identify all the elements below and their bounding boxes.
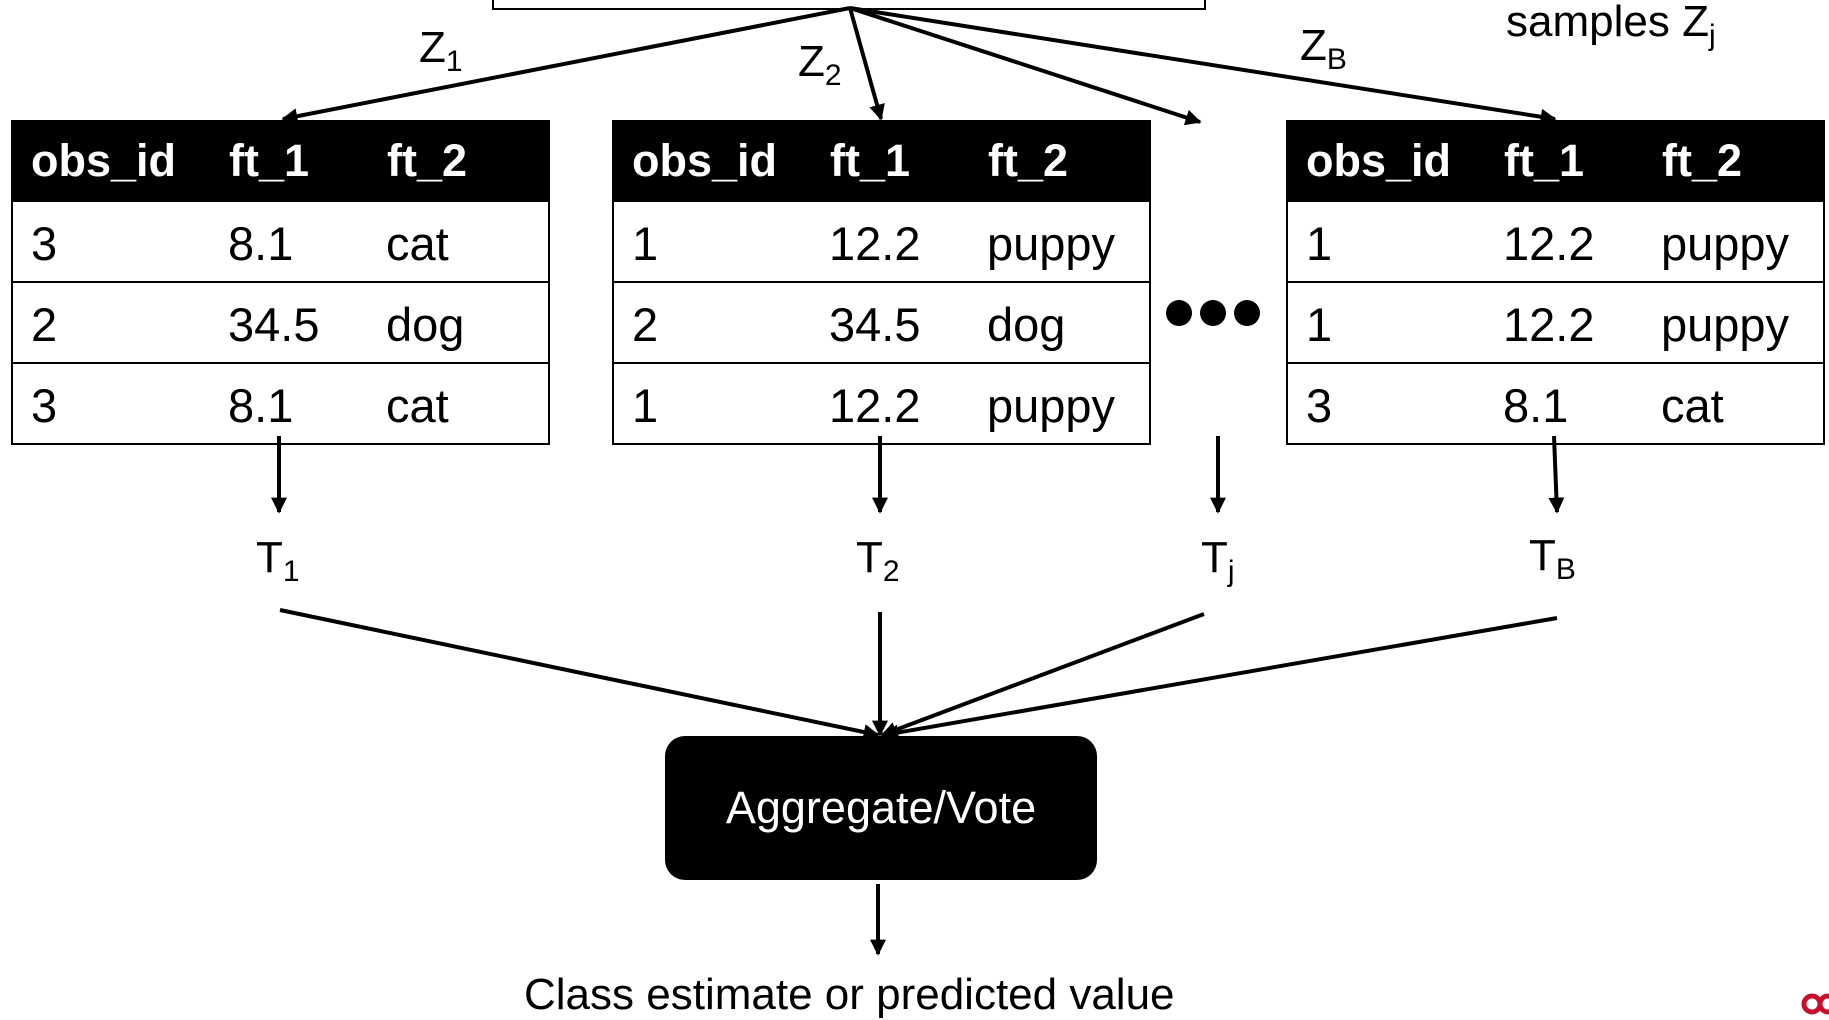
- column-header: ft_2: [367, 120, 550, 202]
- table-cell: 1: [612, 362, 811, 445]
- table-cell: 12.2: [811, 200, 969, 283]
- table-cell: 8.1: [1485, 362, 1643, 445]
- table-header-row: obs_id ft_1 ft_2: [1286, 120, 1825, 202]
- table-cell: dog: [368, 281, 550, 364]
- table-cell: 34.5: [811, 281, 969, 364]
- column-header: ft_1: [209, 120, 369, 202]
- table-header-row: obs_id ft_1 ft_2: [11, 120, 550, 202]
- bootstrap-table-1: obs_id ft_1 ft_2 3 8.1 cat 2 34.5 dog 3 …: [11, 120, 550, 445]
- table-row: 3 8.1 cat: [11, 362, 550, 445]
- table-cell: puppy: [969, 200, 1151, 283]
- table-cell: 12.2: [1485, 281, 1643, 364]
- table-cell: 34.5: [210, 281, 368, 364]
- column-header: obs_id: [11, 120, 211, 202]
- table-row: 3 8.1 cat: [1286, 362, 1825, 445]
- source-dataset-box: [492, 0, 1206, 10]
- sample-label-zb: ZB: [1300, 21, 1347, 76]
- tree-label-t1: T1: [256, 533, 300, 588]
- bootstrap-table-b: obs_id ft_1 ft_2 1 12.2 puppy 1 12.2 pup…: [1286, 120, 1825, 445]
- table-cell: 12.2: [1485, 200, 1643, 283]
- table-cell: dog: [969, 281, 1151, 364]
- column-header: ft_2: [968, 120, 1151, 202]
- table-cell: 3: [11, 200, 210, 283]
- table-header-row: obs_id ft_1 ft_2: [612, 120, 1151, 202]
- table-cell: 8.1: [210, 362, 368, 445]
- tree-label-tb: TB: [1529, 531, 1576, 586]
- table-row: 1 12.2 puppy: [612, 362, 1151, 445]
- arrow-treej-aggregate: [880, 612, 1205, 738]
- table-cell: puppy: [969, 362, 1151, 445]
- arrow-tree1-aggregate: [279, 608, 880, 740]
- arrow-to-sample-b: [849, 6, 1557, 125]
- tree-label-t2: T2: [856, 533, 900, 588]
- table-cell: cat: [368, 200, 550, 283]
- sample-label-z1: Z1: [419, 23, 463, 78]
- column-header: obs_id: [1286, 120, 1486, 202]
- table-cell: cat: [1643, 362, 1825, 445]
- column-header: obs_id: [612, 120, 812, 202]
- table-cell: 3: [1286, 362, 1485, 445]
- column-header: ft_2: [1642, 120, 1825, 202]
- table-cell: 2: [11, 281, 210, 364]
- output-label: Class estimate or predicted value: [524, 970, 1175, 1019]
- arrow-treeb-aggregate: [882, 616, 1558, 741]
- logo-icon: [1801, 993, 1829, 1015]
- tree-label-tj: Tj: [1201, 533, 1235, 588]
- aggregate-vote-box: Aggregate/Vote: [665, 736, 1097, 880]
- arrow-to-sample-1: [281, 6, 851, 125]
- ellipsis-icon: [1166, 300, 1268, 331]
- table-cell: 12.2: [811, 362, 969, 445]
- sample-label-z2: Z2: [798, 37, 842, 92]
- table-row: 1 12.2 puppy: [1286, 281, 1825, 364]
- table-cell: puppy: [1643, 200, 1825, 283]
- table-cell: 3: [11, 362, 210, 445]
- samples-label: samples Zj: [1506, 0, 1716, 52]
- arrow-to-sample-j: [849, 6, 1202, 126]
- column-header: ft_1: [1484, 120, 1644, 202]
- arrow-to-sample-2: [848, 7, 885, 121]
- table-row: 2 34.5 dog: [612, 281, 1151, 364]
- table-cell: cat: [368, 362, 550, 445]
- table-cell: 8.1: [210, 200, 368, 283]
- table-row: 1 12.2 puppy: [612, 200, 1151, 283]
- table-cell: 1: [1286, 200, 1485, 283]
- table-row: 1 12.2 puppy: [1286, 200, 1825, 283]
- bootstrap-table-2: obs_id ft_1 ft_2 1 12.2 puppy 2 34.5 dog…: [612, 120, 1151, 445]
- table-cell: 1: [612, 200, 811, 283]
- table-cell: 2: [612, 281, 811, 364]
- arrow-table3-treeb: [1548, 435, 1565, 514]
- table-row: 3 8.1 cat: [11, 200, 550, 283]
- column-header: ft_1: [810, 120, 970, 202]
- table-cell: 1: [1286, 281, 1485, 364]
- aggregate-label: Aggregate/Vote: [725, 782, 1037, 833]
- table-row: 2 34.5 dog: [11, 281, 550, 364]
- table-cell: puppy: [1643, 281, 1825, 364]
